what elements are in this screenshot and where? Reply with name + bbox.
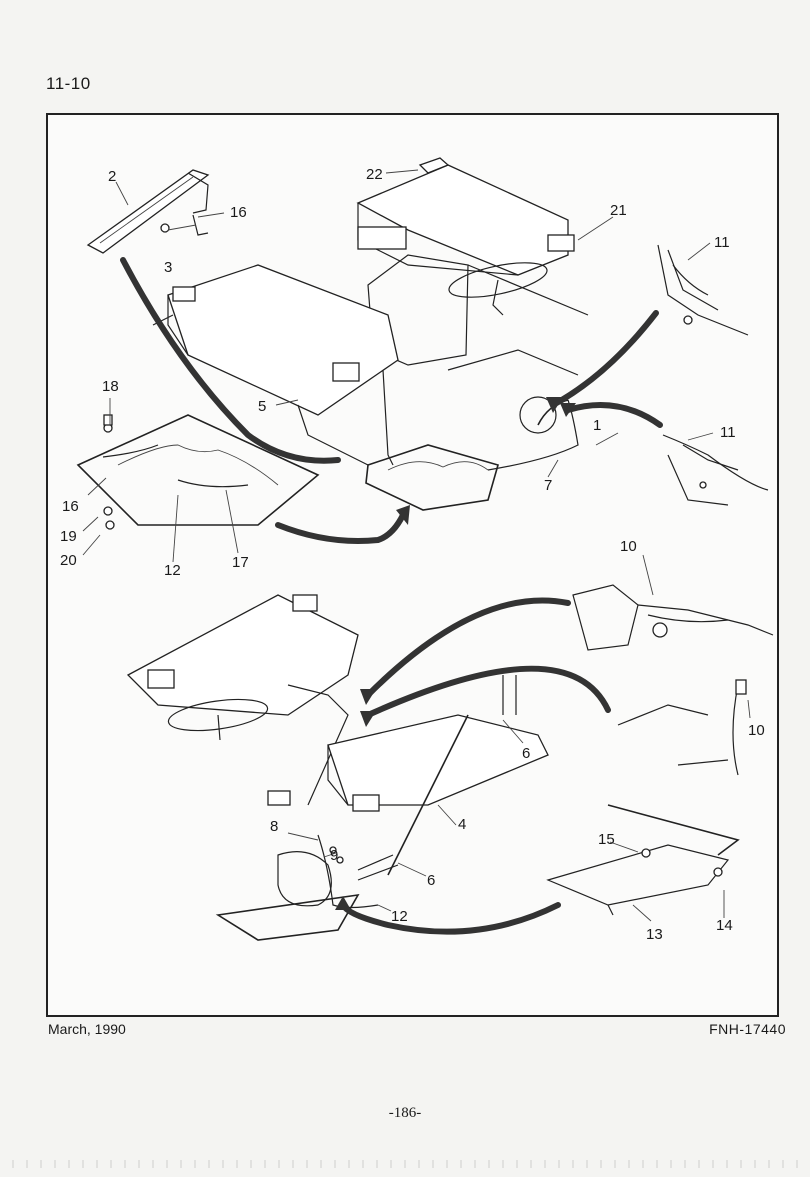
callout-11-lower: 11	[720, 424, 736, 441]
callout-9: 9	[330, 847, 338, 864]
page-section-number: 11-10	[46, 74, 91, 93]
callout-8: 8	[270, 818, 278, 835]
callout-6-top: 6	[522, 745, 530, 762]
callout-16-top: 16	[230, 204, 247, 221]
inset-11-lower	[662, 434, 769, 506]
callout-1: 1	[593, 417, 601, 434]
callout-15: 15	[598, 831, 615, 848]
leader-lines	[82, 169, 751, 922]
callout-20: 20	[60, 552, 77, 569]
page-number: -186-	[388, 1105, 422, 1121]
callout-14: 14	[716, 917, 733, 934]
inset-10-upper	[572, 584, 774, 651]
callout-22: 22	[366, 166, 383, 183]
light-bar-assembly	[86, 169, 210, 254]
callout-19: 19	[60, 528, 77, 545]
callout-2: 2	[108, 168, 116, 185]
harness-detail-left	[76, 414, 320, 530]
callout-6-bottom: 6	[427, 872, 435, 889]
footer-date: March, 1990	[48, 1021, 126, 1037]
inset-10-lower	[617, 679, 747, 776]
callout-12-upper: 12	[164, 562, 181, 579]
callout-labels: 2 3 16 22 21 11 5 18 16 1 11 7 19 20 12 …	[60, 166, 765, 943]
callout-4: 4	[458, 816, 466, 833]
lower-cab-view	[126, 594, 549, 941]
pointer-arrows	[120, 257, 663, 935]
callout-13: 13	[646, 926, 663, 943]
callout-12-lower: 12	[391, 908, 408, 925]
callout-3: 3	[164, 259, 172, 276]
callout-10-upper: 10	[620, 538, 637, 555]
scan-artifact	[0, 1160, 810, 1168]
inset-11-upper	[657, 244, 749, 336]
diagram-frame: 2 3 16 22 21 11 5 18 16 1 11 7 19 20 12 …	[46, 113, 779, 1017]
callout-18: 18	[102, 378, 119, 395]
bracket-assembly	[546, 804, 740, 916]
callout-16-left: 16	[62, 498, 79, 515]
callout-17: 17	[232, 554, 249, 571]
callout-11-top: 11	[714, 234, 730, 251]
callout-5: 5	[258, 398, 266, 415]
footer-doc-code: FNH-17440	[709, 1021, 786, 1037]
callout-10-lower: 10	[748, 722, 765, 739]
upper-cab-view	[152, 157, 589, 511]
callout-21: 21	[610, 202, 627, 219]
callout-7: 7	[544, 477, 552, 494]
exploded-parts-diagram: 2 3 16 22 21 11 5 18 16 1 11 7 19 20 12 …	[60, 157, 774, 943]
